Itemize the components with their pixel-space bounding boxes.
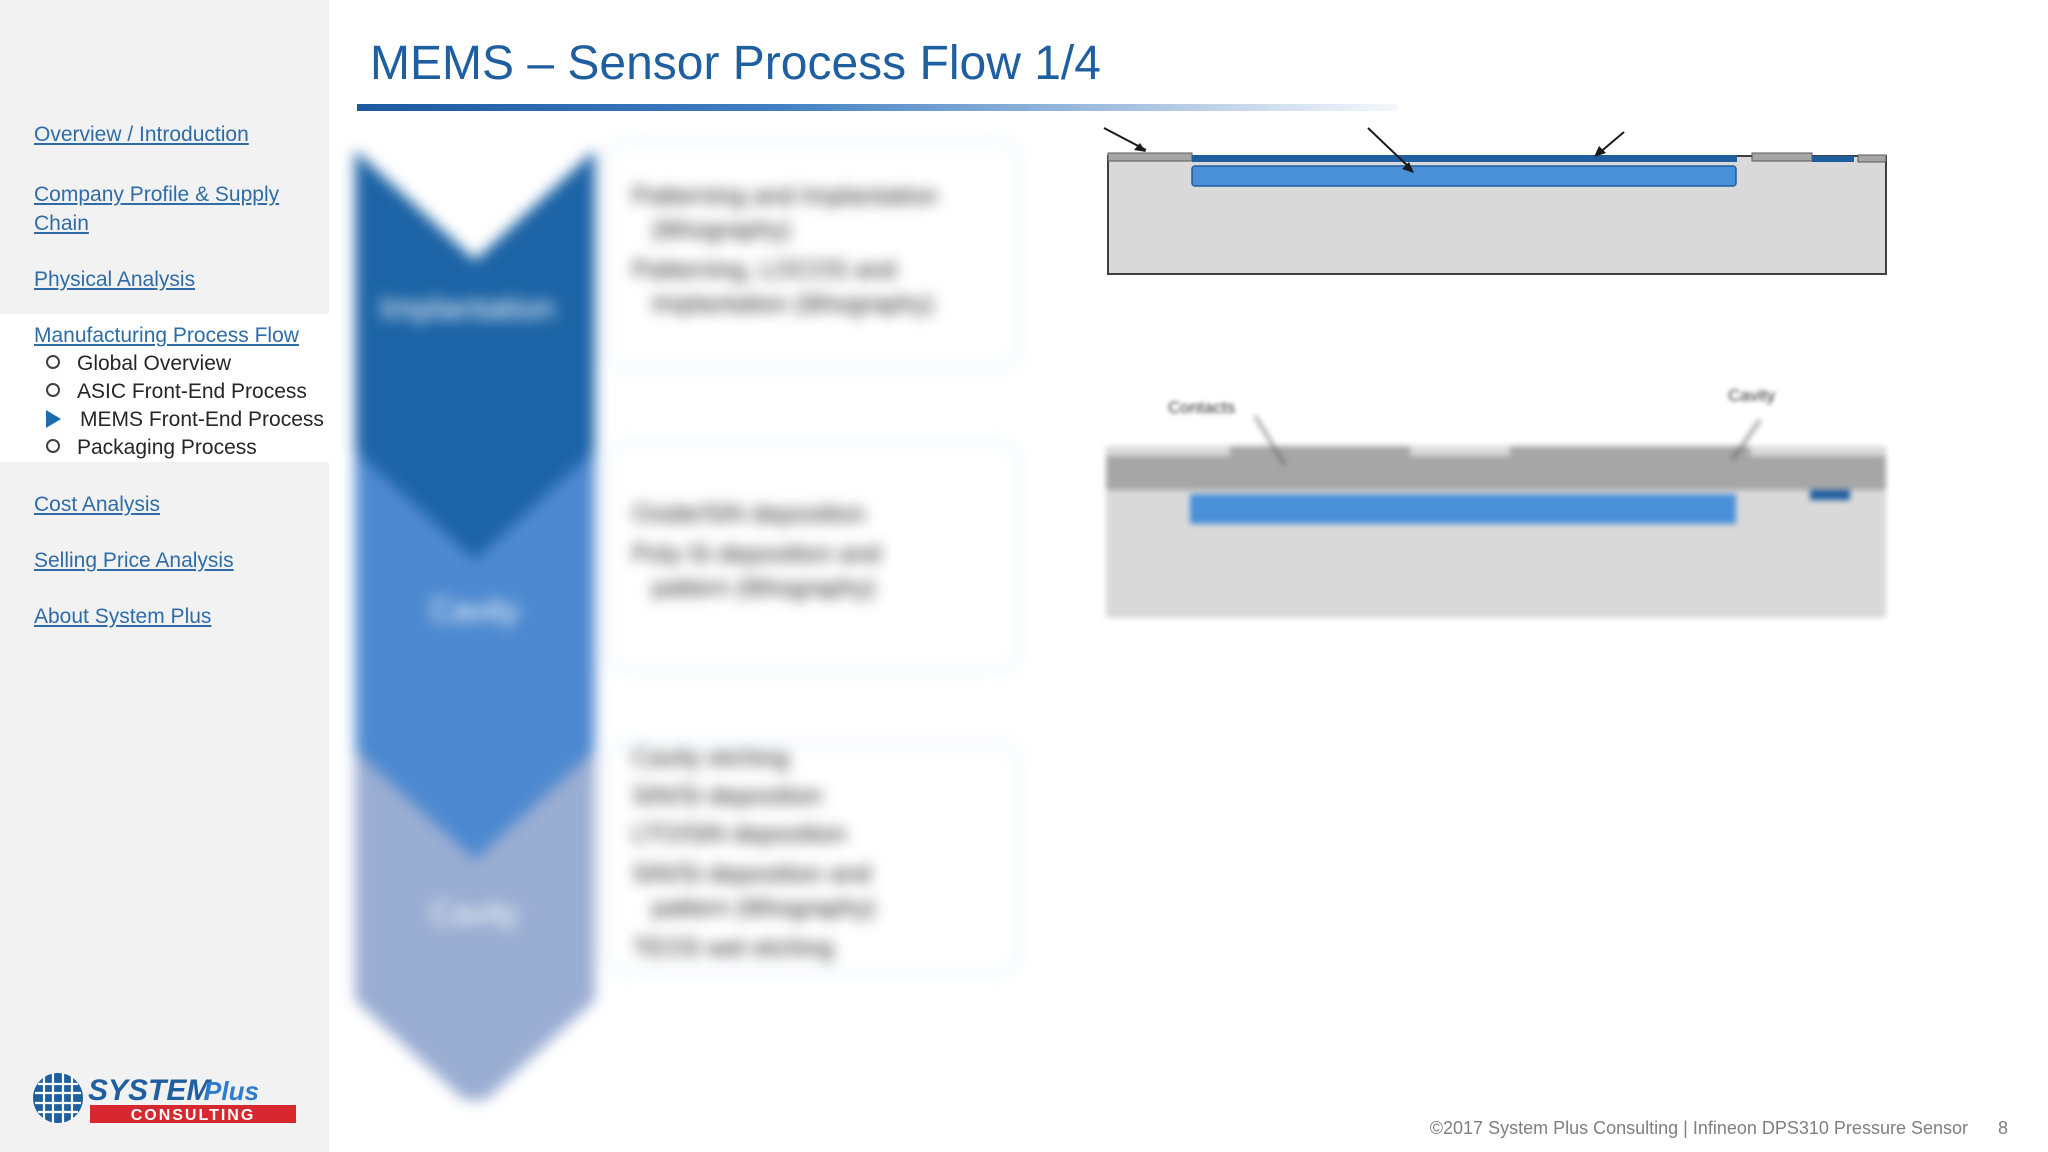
subitem-label: ASIC Front-End Process	[77, 380, 307, 403]
subitem-packaging-process[interactable]: Packaging Process	[46, 434, 257, 462]
svg-text:Plus: Plus	[204, 1076, 259, 1106]
circle-bullet-icon	[46, 383, 60, 398]
sidebar-item-company-profile[interactable]: Company Profile & Supply	[34, 183, 280, 206]
step-1-card	[605, 140, 1021, 369]
step-3-bullet: pattern (lithography)	[652, 894, 876, 922]
system-plus-logo: SYSTEM Plus CONSULTING	[32, 1070, 298, 1126]
step-3-bullet: LTO/SiN deposition	[632, 820, 847, 848]
step-2-bullet: Oxide/SiN deposition	[632, 500, 866, 528]
sidebar-item-overview[interactable]: Overview / Introduction	[34, 123, 249, 146]
subitem-label: Global Overview	[77, 352, 232, 375]
current-arrow-icon	[46, 410, 61, 429]
svg-text:CONSULTING: CONSULTING	[131, 1107, 256, 1124]
step-3-bullet: TEOS wet etching	[632, 934, 834, 962]
cross-section-top	[1103, 127, 1887, 275]
sidebar-item-about-system-plus[interactable]: About System Plus	[34, 605, 212, 628]
cavity-label: Cavity	[1728, 386, 1776, 405]
title-underline	[357, 104, 1397, 111]
sidebar-item-selling-price-analysis[interactable]: Selling Price Analysis	[34, 549, 234, 572]
page-title: MEMS – Sensor Process Flow 1/4	[370, 37, 1101, 90]
sidebar-item-manufacturing-process-flow[interactable]: Manufacturing Process Flow	[34, 324, 299, 347]
step-1-bullet: Patterning and Implantation	[632, 182, 938, 210]
step-1-bullet: Implantation (lithography)	[652, 290, 935, 318]
subitem-label: Packaging Process	[77, 436, 257, 459]
circle-bullet-icon	[46, 355, 60, 370]
footer-copyright: ©2017 System Plus Consulting | Infineon …	[1429, 1118, 1968, 1138]
cross-section-bottom	[1106, 415, 1886, 618]
step-1-bullet: Patterning, LOCOS and	[632, 256, 897, 284]
chevron-step-1	[355, 150, 595, 580]
sidebar: Overview / Introduction Company Profile …	[0, 0, 329, 1152]
step-3-bullet: SiN/Si deposition	[632, 782, 823, 810]
step-3-bullet: Cavity etching	[632, 744, 790, 772]
step-1-label: Implantation	[380, 290, 555, 326]
contacts-label: Contacts	[1168, 398, 1236, 417]
sidebar-item-physical-analysis[interactable]: Physical Analysis	[34, 268, 196, 291]
subitem-label: MEMS Front-End Process	[80, 408, 324, 431]
step-2-bullet: pattern (lithography)	[652, 574, 876, 602]
step-1-bullet: (lithography)	[652, 216, 791, 244]
cross-section-diagrams: Contacts Cavity	[1100, 120, 1890, 640]
step-2-bullet: Poly-Si deposition and	[632, 540, 881, 568]
chevron-step-3	[355, 750, 595, 1100]
sidebar-item-cost-analysis[interactable]: Cost Analysis	[34, 493, 161, 516]
step-3-label: Cavity	[430, 895, 519, 931]
sidebar-item-company-profile-cont[interactable]: Chain	[34, 212, 89, 235]
circle-bullet-icon	[46, 439, 60, 454]
step-2-label: Cavity	[430, 592, 519, 628]
svg-text:SYSTEM: SYSTEM	[88, 1074, 212, 1107]
step-2-card	[605, 442, 1021, 671]
subitem-asic-front-end[interactable]: ASIC Front-End Process	[46, 378, 307, 406]
page-number: 8	[1998, 1118, 2009, 1138]
subitem-mems-front-end[interactable]: MEMS Front-End Process	[46, 406, 324, 434]
step-3-card	[605, 742, 1021, 974]
chevron-step-2	[355, 450, 595, 880]
subitem-global-overview[interactable]: Global Overview	[46, 350, 231, 378]
step-3-bullet: SiN/Si deposition and	[632, 860, 872, 888]
